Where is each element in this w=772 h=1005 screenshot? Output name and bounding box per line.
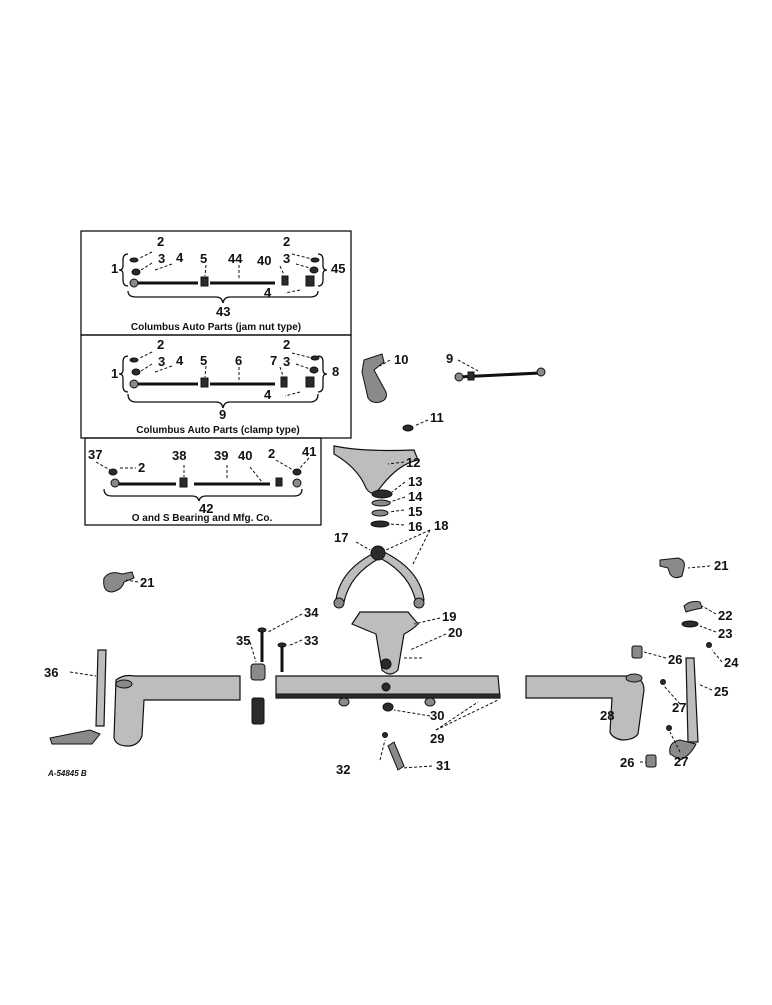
kit1-callout-5: 5 [200,251,207,266]
kit2-callout-5: 5 [200,353,207,368]
callout-27-top: 27 [672,700,686,715]
kit2-callout-8: 8 [332,364,339,379]
callout-30: 30 [430,708,444,723]
kit3-callout-38: 38 [172,448,186,463]
kit1-callout-2b: 2 [283,234,290,249]
kit1-callout-44: 44 [228,251,243,266]
kit2-callout-2a: 2 [157,337,164,352]
kit3-callout-37: 37 [88,447,102,462]
kit1-caption: Columbus Auto Parts (jam nut type) [131,322,301,333]
callout-26-top: 26 [668,652,682,667]
kit1-callout-40: 40 [257,253,271,268]
kit1-callout-45: 45 [331,261,345,276]
kit2-callout-3b: 3 [283,354,290,369]
callout-23: 23 [718,626,732,641]
callout-28: 28 [600,708,614,723]
kit2-callout-1: 1 [111,366,118,381]
kit1-callout-3b: 3 [283,251,290,266]
kit3-callout-41: 41 [302,444,316,459]
callout-27-bottom: 27 [674,754,688,769]
callout-19: 19 [442,609,456,624]
callout-18: 18 [434,518,448,533]
kit3-callout-2a: 2 [138,460,145,475]
callout-20: 20 [448,625,462,640]
callout-36: 36 [44,665,58,680]
kit2-number: 9 [219,407,226,422]
kit1-number: 43 [216,304,230,319]
callout-12: 12 [406,455,420,470]
callout-35: 35 [236,633,250,648]
main-parts [49,353,723,771]
callout-15: 15 [408,504,422,519]
kit3-callout-2b: 2 [268,446,275,461]
callout-31: 31 [436,758,450,773]
kit2-callout-6: 6 [235,353,242,368]
callout-29: 29 [430,731,444,746]
kit3-callout-40: 40 [238,448,252,463]
kit1-callout-4a: 4 [176,250,184,265]
callout-34: 34 [304,605,319,620]
callout-16: 16 [408,519,422,534]
kit-box-jam-nut: 2 3 1 4 5 44 40 2 3 45 4 43 Columbus Aut… [80,230,352,336]
kit1-callout-1: 1 [111,261,118,276]
callout-13: 13 [408,474,422,489]
kit1-callout-2a: 2 [157,234,164,249]
callout-14: 14 [408,489,423,504]
callout-33: 33 [304,633,318,648]
drawing-id: A-54845 B [47,769,87,778]
kit1-callout-3a: 3 [158,251,165,266]
main-callouts: 9 10 11 12 13 14 15 16 17 18 19 20 21 21… [44,351,739,777]
kit2-callout-7: 7 [270,353,277,368]
callout-25: 25 [714,684,728,699]
kit2-callout-3a: 3 [158,354,165,369]
callout-21-right: 21 [714,558,728,573]
callout-26-bottom: 26 [620,755,634,770]
kit3-number: 42 [199,501,213,516]
kit-box-clamp: 2 3 1 4 5 6 7 2 3 8 4 9 Columbus Auto Pa… [80,334,352,439]
callout-24: 24 [724,655,739,670]
callout-11: 11 [430,410,444,425]
kit1-callout-4b: 4 [264,285,272,300]
callout-10: 10 [394,352,408,367]
kit3-caption: O and S Bearing and Mfg. Co. [132,513,273,524]
kit2-callout-4a: 4 [176,353,184,368]
callout-22: 22 [718,608,732,623]
kit2-caption: Columbus Auto Parts (clamp type) [136,425,300,436]
callout-32: 32 [336,762,350,777]
kit-box-o-and-s: 37 2 38 39 40 2 41 42 O and S Bearing an… [84,437,322,526]
kit2-callout-4b: 4 [264,387,272,402]
callout-17: 17 [334,530,348,545]
callout-21-left: 21 [140,575,154,590]
kit2-callout-2b: 2 [283,337,290,352]
callout-9: 9 [446,351,453,366]
kit3-callout-39: 39 [214,448,228,463]
